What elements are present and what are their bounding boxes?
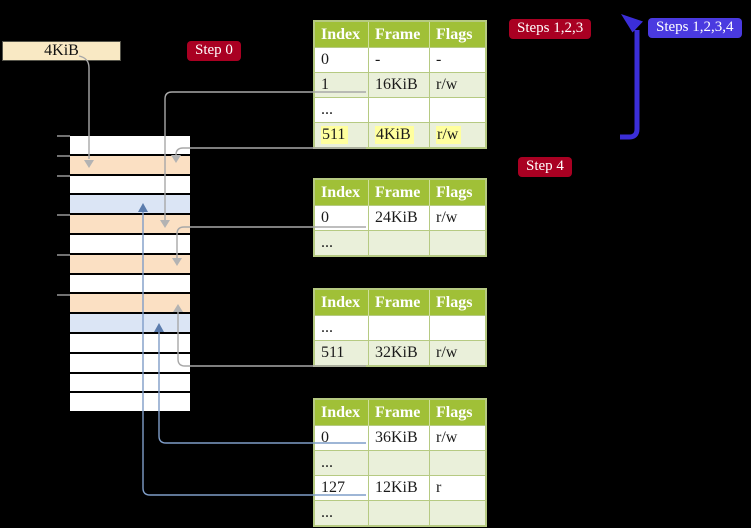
step-0-badge: Step 0 [187,41,241,61]
table-cell: ... [313,500,369,527]
column-header: Frame [368,21,430,48]
steps-1-2-3-badge: Steps 1,2,3 [509,19,592,39]
column-header: Frame [368,399,430,426]
table-cell: 0 [313,425,369,451]
column-header: Flags [429,289,486,316]
table-cell: 32KiB [368,340,430,367]
memory-frame-peach [70,215,190,233]
table-row: ... [313,315,487,341]
memory-frame-white [70,333,190,352]
table-cell: 0 [313,47,369,73]
table-row: 511 4KiB r/w [313,122,487,149]
table-cell [368,450,430,476]
table-cell [429,230,487,257]
table-cell [368,315,430,341]
table-cell: 127 [313,475,369,501]
memory-frame-white [70,353,190,372]
column-header: Flags [429,179,486,206]
column-header: Flags [429,21,486,48]
highlighted-value: 511 [321,126,349,144]
table-cell: 511 [313,340,369,367]
table-cell: - [368,47,430,73]
memory-frame-peach [70,155,190,174]
table-cell [368,500,430,527]
table-cell [429,450,487,476]
memory-frame-white [70,373,190,392]
column-header: Index [314,399,369,426]
table-cell [368,230,430,257]
column-header: Frame [368,179,430,206]
memory-frame-white [70,234,190,253]
memory-frame-white [70,274,190,293]
table-cell: r [429,475,487,501]
highlighted-value: r/w [436,126,462,144]
memory-tick-marks [57,135,70,296]
memory-frame-white [70,393,190,412]
table-cell: 511 [313,122,369,149]
memory-frame-white [70,136,190,154]
column-header: Index [314,21,369,48]
arrow-l4-entry511-recursive [175,147,366,156]
column-header: Index [314,179,369,206]
table-row: ... [313,97,487,123]
table-cell: - [429,47,487,73]
table-cell [429,500,487,527]
table-cell: 12KiB [368,475,430,501]
table-cell [368,97,430,123]
table-cell: 0 [313,205,369,231]
table-cell [429,97,487,123]
recursive-loop-arrow [620,30,640,140]
column-header: Frame [368,289,430,316]
frame-address-label: 4KiB [2,41,121,61]
table-cell: 1 [313,72,369,98]
memory-frame-blue [70,314,190,332]
highlighted-value: 4KiB [375,126,414,144]
memory-frame-blue [70,195,190,214]
table-cell: ... [313,97,369,123]
table-cell: 16KiB [368,72,430,98]
memory-frame-peach [70,254,190,273]
steps-1-2-3-4-badge: Steps 1,2,3,4 [648,18,742,38]
recursive-loop-arrowhead-icon [621,14,643,33]
table-cell: 36KiB [368,425,430,451]
step-4-badge: Step 4 [518,157,572,177]
table-cell: ... [313,315,369,341]
physical-memory-column [70,136,190,413]
table-cell: r/w [429,205,487,231]
table-cell: ... [313,450,369,476]
table-row: ... [313,450,487,476]
table-cell: 4KiB [368,122,430,149]
table-row: ... [313,230,487,257]
table-cell: ... [313,230,369,257]
table-row: ... [313,500,487,527]
memory-frame-peach [70,294,190,313]
column-header: Flags [429,399,486,426]
table-cell: 24KiB [368,205,430,231]
table-row: 0-- [313,47,487,73]
table-cell: r/w [429,340,487,367]
table-cell: r/w [429,72,487,98]
table-cell: r/w [429,425,487,451]
table-cell: r/w [429,122,487,149]
memory-frame-white [70,175,190,194]
column-header: Index [314,289,369,316]
table-cell [429,315,487,341]
